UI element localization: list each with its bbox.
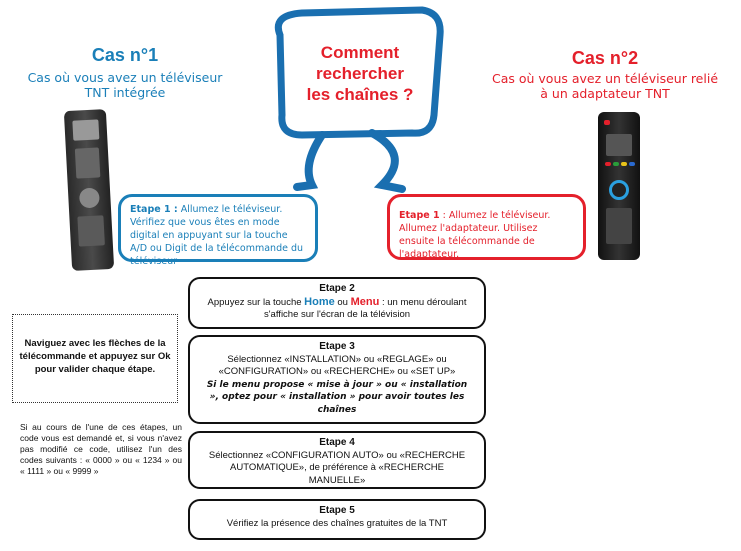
etape5-text: Vérifiez la présence des chaînes gratuit… [226, 517, 448, 529]
etape2-or: ou [337, 296, 348, 308]
title-line-2: rechercher [316, 64, 404, 83]
code-hint-text: Si au cours de l'une de ces étapes, un c… [20, 422, 182, 476]
etape2-box: Etape 2 Appuyez sur la touche Home ou Me… [188, 277, 486, 329]
cas1-subtitle-2: TNT intégrée [84, 85, 166, 100]
tv-mascot-icon [274, 6, 444, 193]
title-line-1: Comment [320, 43, 400, 62]
title-line-3: les chaînes ? [306, 85, 414, 104]
cas1-subtitle-1: Cas où vous avez un téléviseur [27, 70, 223, 85]
etape2-text-post: : un menu déroulant s'affiche sur l'écra… [263, 296, 467, 321]
home-key-label: Home [304, 295, 335, 308]
etape2-text-pre: Appuyez sur la touche [207, 296, 302, 308]
cas1-header: Cas n°1 Cas où vous avez un téléviseur T… [10, 45, 240, 100]
cas2-subtitle-2: à un adaptateur TNT [540, 86, 670, 101]
etape5-box: Etape 5 Vérifiez la présence des chaînes… [188, 499, 486, 540]
tv-remote-icon [63, 109, 115, 271]
etape3-text: Sélectionnez «INSTALLATION» ou «REGLAGE»… [218, 353, 456, 378]
etape2-title: Etape 2 [319, 283, 355, 294]
etape4-box: Etape 4 Sélectionnez «CONFIGURATION AUTO… [188, 431, 486, 489]
menu-key-label: Menu [350, 295, 380, 308]
cas1-title: Cas n°1 [91, 45, 159, 65]
etape1-adapter-label: Etape 1 [399, 210, 440, 221]
navigation-hint-text: Naviguez avec les flèches de la télécomm… [19, 338, 171, 375]
etape1-adapter-text: : Allumez le téléviseur. Allumez l'adapt… [399, 210, 551, 260]
etape1-tv-label: Etape 1 : [130, 204, 178, 215]
adapter-remote-icon [598, 112, 640, 260]
code-hint: Si au cours de l'une de ces étapes, un c… [20, 422, 182, 477]
etape1-tv-text: Allumez le téléviseur. Vérifiez que vous… [130, 204, 304, 267]
etape1-adapter-callout: Etape 1 : Allumez le téléviseur. Allumez… [387, 194, 586, 260]
etape1-tv-callout: Etape 1 : Allumez le téléviseur. Vérifie… [118, 194, 318, 267]
etape3-title: Etape 3 [319, 341, 355, 352]
cas2-header: Cas n°2 Cas où vous avez un téléviseur r… [470, 48, 740, 101]
etape4-text: Sélectionnez «CONFIGURATION AUTO» ou «RE… [208, 449, 466, 486]
navigation-hint: Naviguez avec les flèches de la télécomm… [12, 314, 178, 403]
etape5-title: Etape 5 [319, 505, 355, 516]
etape4-title: Etape 4 [319, 437, 355, 448]
cas2-title: Cas n°2 [571, 48, 639, 68]
etape3-note: Si le menu propose « mise à jour » ou « … [206, 379, 468, 415]
page-title: Comment rechercher les chaînes ? [285, 42, 435, 105]
cas2-subtitle-1: Cas où vous avez un téléviseur relié [491, 71, 719, 86]
etape3-box: Etape 3 Sélectionnez «INSTALLATION» ou «… [188, 335, 486, 424]
